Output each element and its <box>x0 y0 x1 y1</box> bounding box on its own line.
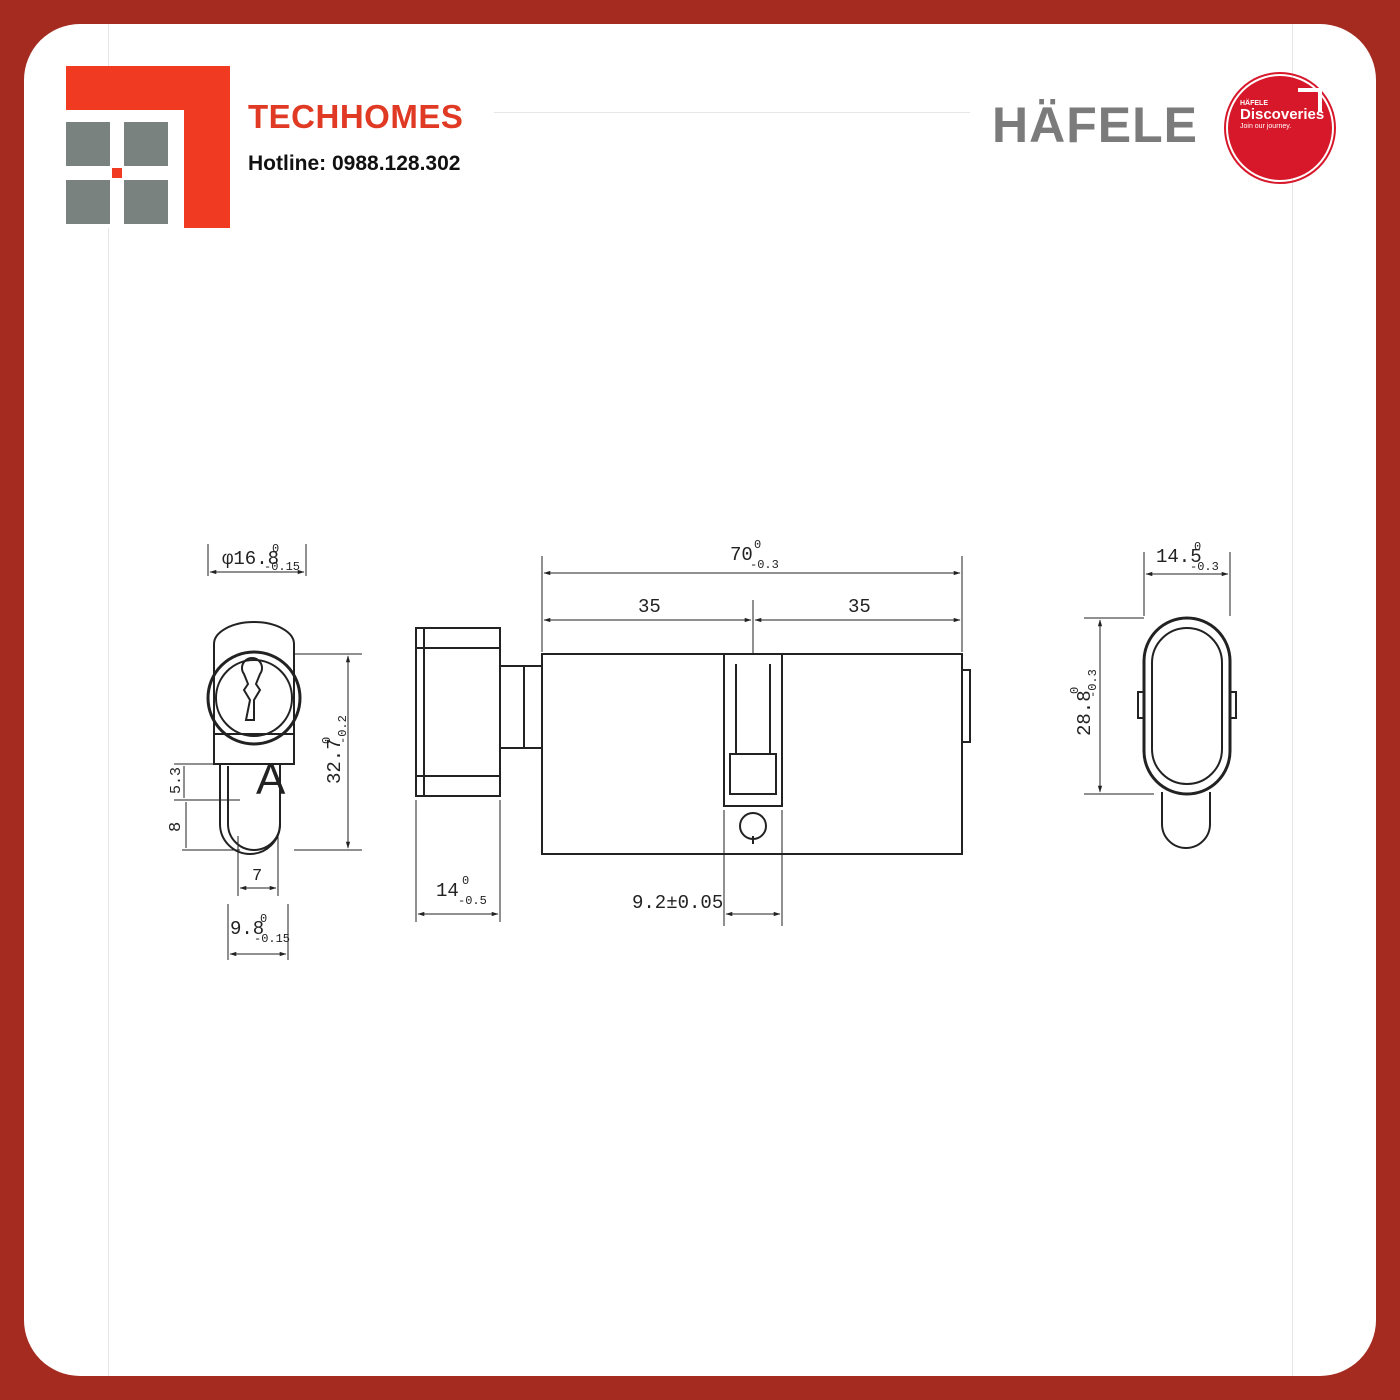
dim-tol-bottom: -0.15 <box>254 932 290 946</box>
dim-tol-bottom: -0.3 <box>1086 669 1100 698</box>
side-view <box>415 627 971 855</box>
discoveries-badge-icon <box>1224 72 1336 184</box>
lock-cylinder-drawing: φ16.8 0 -0.15 A 32.7 0 -0.2 5.3 8 7 9.8 … <box>167 538 1237 960</box>
dim-tol-bottom: -0.5 <box>458 894 487 908</box>
dim-half-right: 35 <box>848 596 871 618</box>
dim-knob-height: 28.8 <box>1074 690 1096 736</box>
dim-tol-top: 0 <box>754 538 761 552</box>
hotline-text: Hotline: 0988.128.302 <box>248 152 461 175</box>
dim-half-left: 35 <box>638 596 661 618</box>
dim-cam-width: 9.2±0.05 <box>632 892 723 914</box>
brand-name: TECHHOMES <box>248 98 464 135</box>
guide-line <box>1292 24 1293 1376</box>
front-view <box>206 621 302 855</box>
dim-tol-top: 0 <box>462 874 469 888</box>
hafele-logo-text: HÄFELE <box>992 97 1198 153</box>
dim-tol-top: 0 <box>1068 687 1082 694</box>
guide-line <box>494 112 970 113</box>
dim-tol-bottom: -0.3 <box>1190 560 1219 574</box>
dim-knob-width: 14.5 <box>1156 546 1202 568</box>
dim-tol-bottom: -0.3 <box>750 558 779 572</box>
dim-tol-top: 0 <box>260 912 267 926</box>
dim-front-height: 32.7 <box>324 738 346 784</box>
dim-front-diameter: φ16.8 <box>222 548 279 570</box>
badge-main-text: Discoveries <box>1240 106 1325 123</box>
dim-tol-bottom: -0.15 <box>264 560 300 574</box>
end-view <box>1137 616 1237 849</box>
badge-sub-text: Join our journey. <box>1240 123 1292 130</box>
techhomes-logo <box>66 66 230 228</box>
dim-small-height: 5.3 <box>168 767 185 794</box>
guide-line <box>108 24 109 1376</box>
dim-base-width: 9.8 <box>230 918 264 940</box>
dim-bottom-height: 8 <box>167 822 186 832</box>
dim-knob-length: 14 <box>436 880 459 902</box>
dim-tol-top: 0 <box>1194 540 1201 554</box>
dim-tol-bottom: -0.2 <box>336 715 350 744</box>
cylinder-letter: A <box>256 755 286 804</box>
discoveries-badge: HÄFELE Discoveries Join our journey. <box>1240 100 1334 130</box>
badge-top-text: HÄFELE <box>1240 100 1268 107</box>
dim-tol-top: 0 <box>272 542 279 556</box>
product-card: TECHHOMES Hotline: 0988.128.302 HÄFELE H… <box>24 24 1376 1376</box>
dim-tol-top: 0 <box>320 737 334 744</box>
dim-slot-width: 7 <box>252 867 262 886</box>
dim-total-length: 70 <box>730 544 753 566</box>
